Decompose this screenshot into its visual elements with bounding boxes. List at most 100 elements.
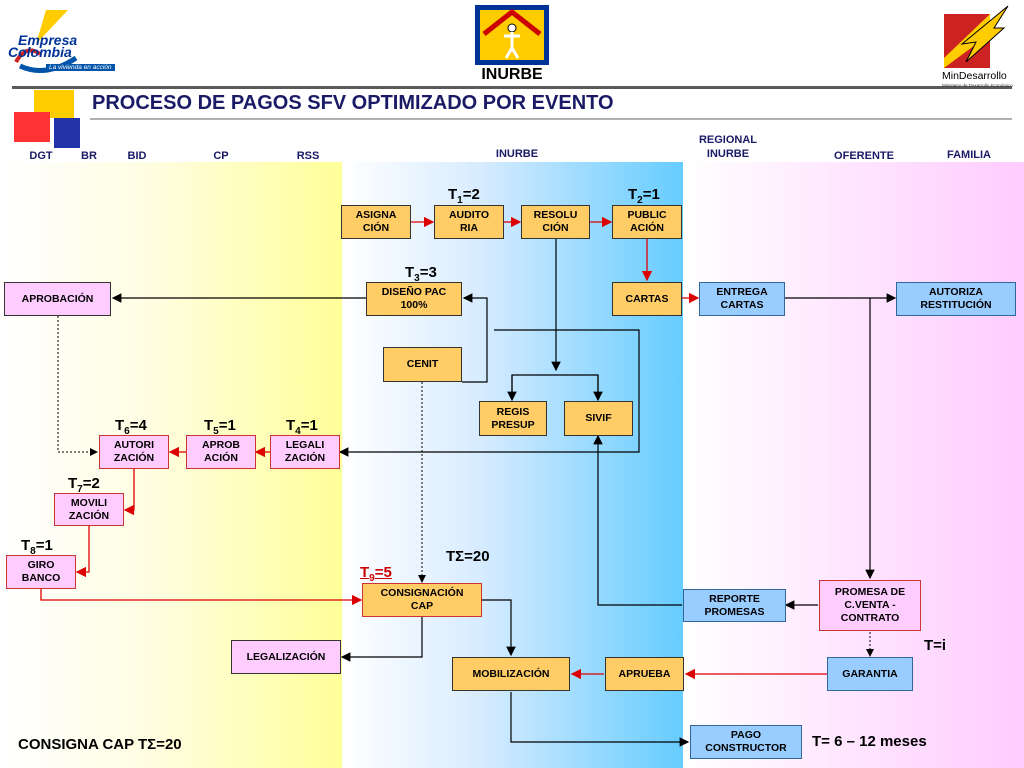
box-autoriza-l2: RESTITUCIÓN bbox=[920, 299, 992, 311]
box-legalizacion1-l1: LEGALI bbox=[285, 439, 325, 451]
box-giro-l2: BANCO bbox=[21, 572, 61, 584]
mindesarrollo-logo: MinDesarrollo Ministerio de Desarrollo E… bbox=[942, 4, 1014, 88]
mindesarrollo-subtext: Ministerio de Desarrollo Económico bbox=[942, 83, 1013, 88]
box-sivif-label: SIVIF bbox=[585, 412, 612, 424]
box-autorizacion-l2: ZACIÓN bbox=[113, 452, 155, 464]
box-entrega-cartas-l1: ENTREGA bbox=[716, 286, 768, 298]
box-legalizacion2[interactable]: LEGALIZACIÓN bbox=[231, 640, 341, 674]
box-movilizacion1-l1: MOVILI bbox=[70, 496, 108, 509]
time-t5-rest: =1 bbox=[218, 417, 236, 434]
box-cenit[interactable]: CENIT bbox=[383, 347, 462, 382]
box-movilizacion2[interactable]: MOBILIZACIÓN bbox=[452, 657, 570, 691]
time-t3-base: T bbox=[405, 264, 415, 281]
box-pago-l2: CONSTRUCTOR bbox=[705, 742, 787, 754]
time-t5-sub: 5 bbox=[213, 426, 219, 437]
box-reporte-l2: PROMESAS bbox=[704, 605, 765, 618]
box-resolucion-l2: CIÓN bbox=[542, 222, 569, 234]
col-regional-line2: INURBE bbox=[706, 148, 750, 160]
time-ti: T=i bbox=[924, 637, 947, 654]
time-t9-rest: =5 bbox=[374, 564, 392, 581]
time-t7-sub: 7 bbox=[77, 484, 83, 495]
colombia-text: Colombia bbox=[8, 44, 72, 60]
col-bid: BID bbox=[127, 150, 147, 162]
time-t2: T2=1 bbox=[628, 186, 660, 206]
col-inurbe: INURBE bbox=[495, 148, 539, 160]
box-cartas[interactable]: CARTAS bbox=[612, 282, 682, 316]
box-garantia[interactable]: GARANTIA bbox=[827, 657, 913, 691]
title-square-red bbox=[14, 112, 50, 142]
time-t1-sub: 1 bbox=[457, 195, 463, 206]
time-total-meses: T= 6 – 12 meses bbox=[812, 733, 927, 750]
time-total-sum: TΣ=20 bbox=[446, 548, 490, 565]
col-oferente: OFERENTE bbox=[834, 150, 894, 162]
time-t8-rest: =1 bbox=[35, 537, 53, 554]
box-reporte-l1: REPORTE bbox=[709, 592, 760, 605]
box-aprobacion-label: APROBACIÓN bbox=[21, 292, 94, 305]
box-consignacion-l1: CONSIGNACIÓN bbox=[380, 587, 464, 599]
box-publicacion-l1: PUBLIC bbox=[627, 209, 667, 221]
time-t4: T4=1 bbox=[286, 417, 318, 437]
mindesarrollo-mark bbox=[944, 5, 1009, 68]
time-t2-base: T bbox=[628, 186, 638, 203]
box-promesa-l2: C.VENTA - bbox=[844, 599, 896, 611]
consigna-cap-total: CONSIGNA CAP TΣ=20 bbox=[18, 736, 182, 753]
time-t4-rest: =1 bbox=[300, 417, 318, 434]
box-entrega-cartas-l2: CARTAS bbox=[720, 299, 764, 311]
header-rule bbox=[12, 86, 1012, 89]
time-t6: T6=4 bbox=[115, 417, 147, 437]
box-legalizacion2-label: LEGALIZACIÓN bbox=[246, 650, 326, 663]
box-asignacion-l1: ASIGNA bbox=[355, 209, 397, 221]
inurbe-text: INURBE bbox=[481, 66, 543, 83]
time-t5-base: T bbox=[204, 417, 214, 434]
box-garantia-label: GARANTIA bbox=[842, 667, 898, 680]
time-t6-sub: 6 bbox=[124, 426, 130, 437]
box-auditoria-l2: RIA bbox=[459, 222, 479, 234]
time-t2-rest: =1 bbox=[642, 186, 660, 203]
title-square-blue bbox=[54, 118, 80, 148]
inurbe-mark bbox=[475, 5, 549, 65]
box-consignacion-l2: CAP bbox=[410, 600, 434, 612]
time-t8: T8=1 bbox=[21, 537, 53, 557]
col-regional: REGIONAL INURBE bbox=[690, 133, 766, 161]
col-regional-line1: REGIONAL bbox=[698, 134, 758, 146]
box-regis-l2: PRESUP bbox=[491, 418, 535, 431]
time-t1-rest: =2 bbox=[462, 186, 480, 203]
box-resolucion-l1: RESOLU bbox=[533, 209, 578, 221]
col-familia: FAMILIA bbox=[947, 149, 991, 161]
col-rss: RSS bbox=[296, 150, 320, 162]
box-regis-l1: REGIS bbox=[496, 405, 530, 418]
time-t6-base: T bbox=[115, 417, 125, 434]
time-t7: T7=2 bbox=[68, 475, 100, 495]
box-aprueba[interactable]: APRUEBA bbox=[605, 657, 684, 691]
box-diseno-pac-l1: DISEÑO PAC bbox=[381, 286, 447, 298]
box-sivif[interactable]: SIVIF bbox=[564, 401, 633, 436]
box-autoriza-l1: AUTORIZA bbox=[928, 286, 984, 298]
box-cenit-label: CENIT bbox=[406, 358, 439, 370]
mindesarrollo-text: MinDesarrollo bbox=[942, 70, 1007, 82]
time-t7-rest: =2 bbox=[82, 475, 100, 492]
col-cp: CP bbox=[213, 150, 229, 162]
box-aprobacion[interactable]: APROBACIÓN bbox=[4, 282, 111, 316]
box-aprueba-label: APRUEBA bbox=[618, 667, 671, 680]
col-dgt: DGT bbox=[29, 150, 53, 162]
box-aprobacion2-l2: ACIÓN bbox=[204, 452, 238, 464]
box-pago-l1: PAGO bbox=[730, 729, 762, 741]
box-asignacion-l2: CIÓN bbox=[362, 222, 390, 234]
